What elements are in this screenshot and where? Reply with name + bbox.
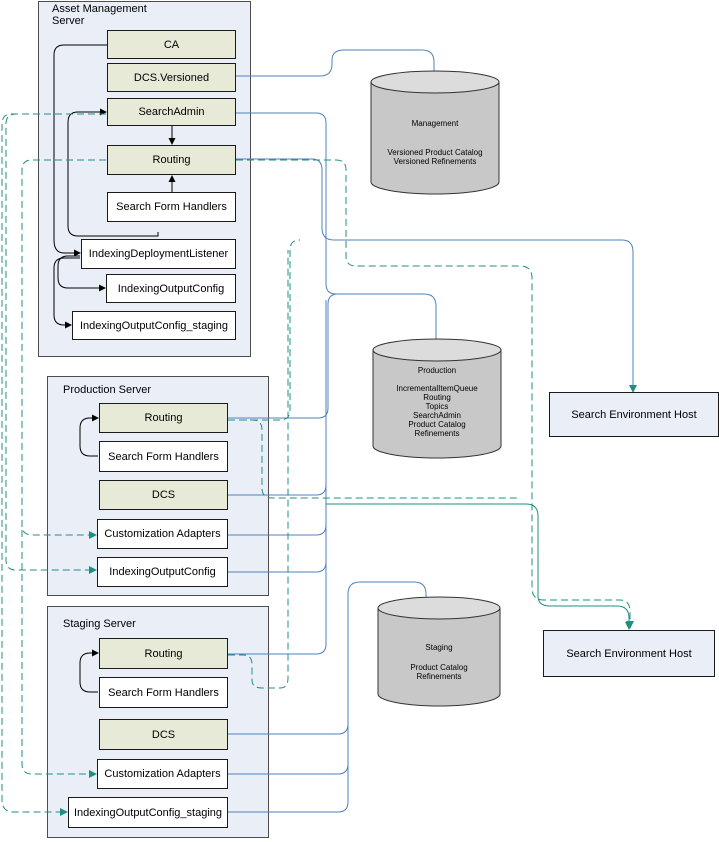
dashed-links <box>1 113 634 816</box>
searchadmin-dashed-left-link <box>5 113 106 574</box>
staging-server-title: Staging Server <box>63 618 136 630</box>
prod-routing-to-production-db-link <box>228 293 339 419</box>
search-environment-host-1: Search Environment Host <box>549 392 719 437</box>
production-database-content-4: SearchAdmin <box>412 411 462 420</box>
production-database-content-1: IncrementalItemQueue <box>396 384 478 393</box>
production-server-title: Production Server <box>63 384 152 396</box>
listener-to-outputconfig-arrow <box>57 255 106 292</box>
production-customization-adapters-component: Customization Adapters <box>97 519 228 549</box>
asset-search-form-handlers-component: Search Form Handlers <box>107 192 236 222</box>
staging-database-content-1: Product Catalog <box>410 663 468 672</box>
routing-dashed-staging-adapters-link <box>21 530 97 778</box>
prod-outputconfig-to-production-db-link <box>228 300 327 573</box>
searchadmin-to-production-db-link <box>236 112 437 345</box>
ca-component: CA <box>107 30 236 59</box>
ca-to-listener-arrow <box>53 44 107 257</box>
dcs-versioned-to-management-db-link <box>236 49 435 80</box>
database-links <box>228 49 637 813</box>
asset-internal-arrows <box>53 44 176 329</box>
asset-routing-component: Routing <box>107 145 236 175</box>
staging-dcs-to-staging-db-link <box>228 581 427 735</box>
staging-database-content-2: Refinements <box>416 672 462 681</box>
management-database-name: Management <box>411 119 459 128</box>
production-routing-component: Routing <box>99 403 228 433</box>
staging-routing-dashed-link <box>228 250 289 689</box>
production-database-content-5: Product Catalog <box>408 420 466 429</box>
production-database-content-2: Routing <box>423 393 451 402</box>
production-indexing-output-config-component: IndexingOutputConfig <box>97 557 228 587</box>
staging-indexing-output-config-staging-component: IndexingOutputConfig_staging <box>68 797 228 828</box>
prod-routing-dashed-link <box>228 419 520 499</box>
management-database: Management Versioned Product Catalog Ver… <box>370 70 500 196</box>
routing-dashed-left-link <box>21 159 106 539</box>
staging-dcs-component: DCS <box>99 719 228 750</box>
listener-to-outputconfig-staging-arrow <box>53 257 80 329</box>
staging-handlers-to-routing-arrow <box>79 649 99 693</box>
production-database: Production IncrementalItemQueue Routing … <box>372 338 502 460</box>
dcs-versioned-component: DCS.Versioned <box>107 63 236 92</box>
searchadmin-component: SearchAdmin <box>107 98 236 126</box>
staging-outputconfig-to-staging-db-link <box>228 600 349 813</box>
staging-database-cylinder <box>377 596 501 707</box>
prod-routing-dashed-host1-link <box>240 239 301 421</box>
management-database-content-1: Versioned Product Catalog <box>387 148 483 157</box>
indexing-deployment-listener-component: IndexingDeploymentListener <box>81 239 236 269</box>
staging-routing-to-production-db-link <box>228 300 327 655</box>
management-database-content-2: Versioned Refinements <box>393 157 477 166</box>
staging-customization-adapters-component: Customization Adapters <box>97 759 228 789</box>
management-database-cylinder <box>370 70 500 195</box>
asset-indexing-output-config-staging-component: IndexingOutputConfig_staging <box>72 311 236 340</box>
prod-dcs-to-production-db-link <box>228 300 327 496</box>
staging-database-name: Staging <box>425 643 453 652</box>
production-dcs-component: DCS <box>99 480 228 510</box>
staging-database: Staging Product Catalog Refinements <box>377 596 501 708</box>
production-database-content-6: Refinements <box>414 429 460 438</box>
production-database-cylinder <box>372 338 502 459</box>
asset-management-server-title: Asset Management Server <box>52 3 147 27</box>
search-environment-host-2: Search Environment Host <box>543 630 715 677</box>
staging-search-form-handlers-component: Search Form Handlers <box>99 677 228 708</box>
routing-dashed-right-link <box>236 159 634 629</box>
asset-indexing-output-config-component: IndexingOutputConfig <box>106 274 236 303</box>
server-internal-arrows <box>79 414 99 693</box>
handlers-loop-to-searchadmin-arrow <box>67 108 159 237</box>
production-database-content-3: Topics <box>425 402 449 411</box>
routing-to-host1-link <box>236 158 637 393</box>
production-search-form-handlers-component: Search Form Handlers <box>99 441 228 472</box>
staging-routing-component: Routing <box>99 638 228 669</box>
production-database-name: Production <box>417 366 457 375</box>
production-handlers-to-routing-arrow <box>79 414 99 457</box>
production-db-to-host2-link <box>326 503 633 630</box>
